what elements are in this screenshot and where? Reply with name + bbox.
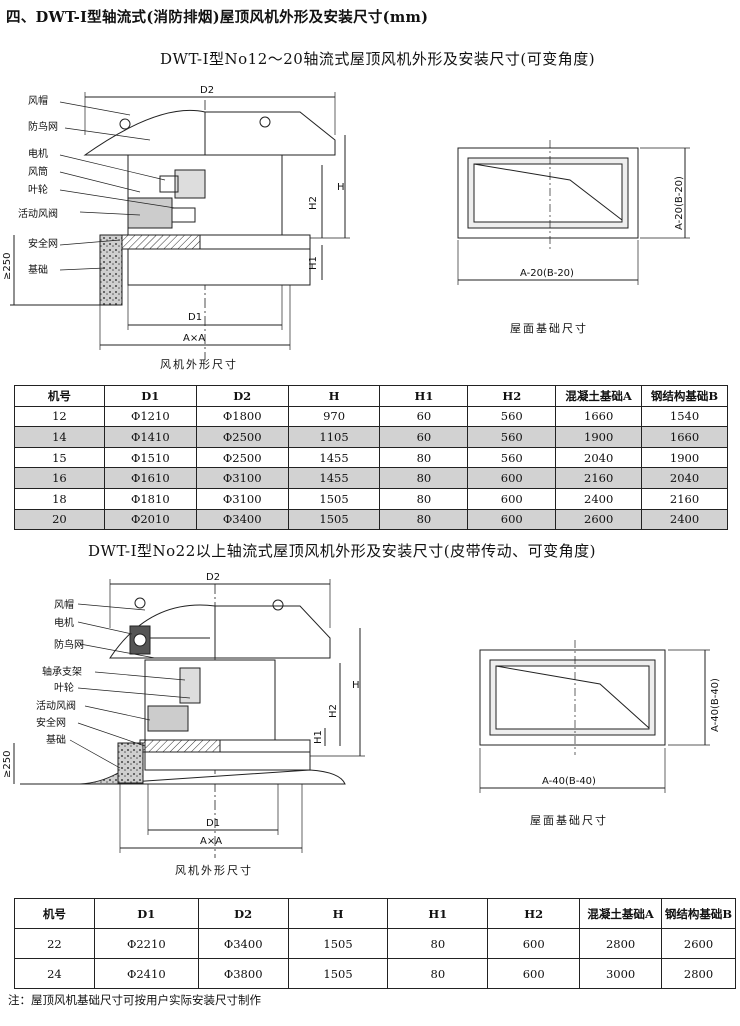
label-safety-net-2: 安全网 bbox=[36, 716, 66, 729]
label-safety-net: 安全网 bbox=[28, 237, 58, 250]
label-impeller-2: 叶轮 bbox=[54, 681, 74, 694]
th-d2-2: D2 bbox=[197, 898, 289, 929]
fan-caption-2: 风机外形尺寸 bbox=[175, 864, 253, 877]
base-caption-1: 屋面基础尺寸 bbox=[510, 322, 588, 335]
th-h1-2: H1 bbox=[387, 898, 489, 929]
label-hood: 风帽 bbox=[28, 94, 48, 107]
th-h-2: H bbox=[287, 898, 389, 929]
base-dim-h1: A-20(B-20) bbox=[674, 176, 685, 230]
base-dim-h2: A-40(B-40) bbox=[710, 678, 721, 732]
dim-d1: D1 bbox=[188, 312, 202, 323]
dim-h: H bbox=[337, 182, 345, 193]
th-concrete-a-2: 混凝土基础A bbox=[579, 898, 663, 929]
label-damper-2: 活动风阀 bbox=[36, 699, 76, 712]
label-bearing-2: 轴承支架 bbox=[42, 665, 82, 678]
label-motor: 电机 bbox=[28, 147, 48, 160]
dim-axa-2: A×A bbox=[200, 836, 222, 847]
th-d2: D2 bbox=[195, 385, 289, 407]
label-hood-2: 风帽 bbox=[54, 598, 74, 611]
dim-h1: H1 bbox=[308, 256, 319, 270]
dim-d2-2: D2 bbox=[206, 572, 220, 583]
th-model-2: 机号 bbox=[14, 898, 95, 929]
table-header-row: 机号 D1 D2 H H1 H2 混凝土基础A 钢结构基础B bbox=[14, 385, 728, 407]
dim-h2-2: H2 bbox=[328, 704, 339, 718]
dim-h1-2: H1 bbox=[313, 730, 324, 744]
dim-axa: A×A bbox=[183, 333, 205, 344]
base-drawing-2: A-40(B-40) A-40(B-40) bbox=[479, 640, 721, 793]
base-dim-w2: A-40(B-40) bbox=[542, 776, 596, 787]
footnote: 注：屋顶风机基础尺寸可按用户实际安装尺寸制作 bbox=[8, 993, 261, 1007]
fan-drawing-2: 风帽 电机 防鸟网 轴承支架 叶轮 活动风阀 安全网 基础 D2 H H2 H1… bbox=[2, 572, 365, 858]
section2-title: DWT-Ⅰ型No22以上轴流式屋顶风机外形及安装尺寸(皮带传动、可变角度) bbox=[88, 542, 596, 560]
label-base: 基础 bbox=[28, 263, 48, 276]
label-bird-net-2: 防鸟网 bbox=[54, 638, 84, 651]
label-duct: 风筒 bbox=[28, 165, 48, 178]
fan-caption-1: 风机外形尺寸 bbox=[160, 358, 238, 371]
label-motor-2: 电机 bbox=[54, 616, 74, 629]
label-bird-net: 防鸟网 bbox=[28, 120, 58, 133]
dim-250: ≥250 bbox=[2, 253, 13, 280]
th-concrete-a: 混凝土基础A bbox=[555, 385, 643, 407]
th-h: H bbox=[287, 385, 381, 407]
th-steel-b: 钢结构基础B bbox=[641, 385, 728, 407]
dim-h-2: H bbox=[352, 680, 360, 691]
dim-h2: H2 bbox=[308, 196, 319, 210]
fan-drawing-1: 风帽 防鸟网 电机 风筒 叶轮 活动风阀 安全网 基础 D2 H H2 H1 ≥… bbox=[2, 85, 350, 360]
dim-d2: D2 bbox=[200, 85, 214, 96]
base-dim-w1: A-20(B-20) bbox=[520, 268, 574, 279]
th-h1: H1 bbox=[379, 385, 469, 407]
table-header-row: 机号 D1 D2 H H1 H2 混凝土基础A 钢结构基础B bbox=[14, 898, 736, 929]
th-d1: D1 bbox=[103, 385, 197, 407]
dim-d1-2: D1 bbox=[206, 818, 220, 829]
section1-title: DWT-Ⅰ型No12～20轴流式屋顶风机外形及安装尺寸(可变角度) bbox=[160, 50, 596, 68]
th-d1-2: D1 bbox=[93, 898, 199, 929]
label-impeller: 叶轮 bbox=[28, 183, 48, 196]
th-model: 机号 bbox=[14, 385, 105, 407]
th-h2-2: H2 bbox=[487, 898, 581, 929]
base-drawing-1: A-20(B-20) A-20(B-20) bbox=[457, 140, 690, 285]
base-caption-2: 屋面基础尺寸 bbox=[530, 814, 608, 827]
dim-250-2: ≥250 bbox=[2, 751, 13, 778]
label-base-2: 基础 bbox=[46, 733, 66, 746]
page-heading: 四、DWT-Ⅰ型轴流式(消防排烟)屋顶风机外形及安装尺寸(mm) bbox=[6, 9, 429, 26]
th-h2: H2 bbox=[467, 385, 557, 407]
label-damper: 活动风阀 bbox=[18, 207, 58, 220]
th-steel-b-2: 钢结构基础B bbox=[661, 898, 736, 929]
